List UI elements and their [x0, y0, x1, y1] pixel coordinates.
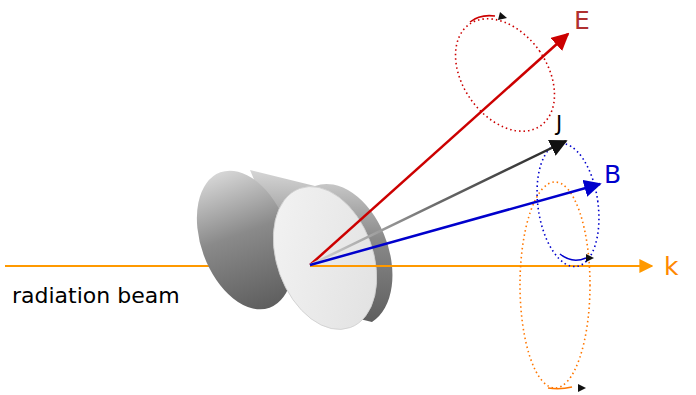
electric-field-arrow [310, 34, 568, 265]
vector-label: k [664, 254, 678, 279]
beam-caption: radiation beam [12, 285, 180, 307]
vector-label: E [574, 8, 590, 33]
k-rotation-ellipse [520, 182, 590, 388]
vector-label: J [556, 114, 562, 135]
b-rotation-ellipse [530, 139, 607, 270]
e-rotation-ellipse [435, 0, 575, 150]
vector-label: B [604, 162, 621, 187]
magnetic-field-arrow [310, 184, 600, 265]
wave-vector-arrow [310, 265, 652, 267]
